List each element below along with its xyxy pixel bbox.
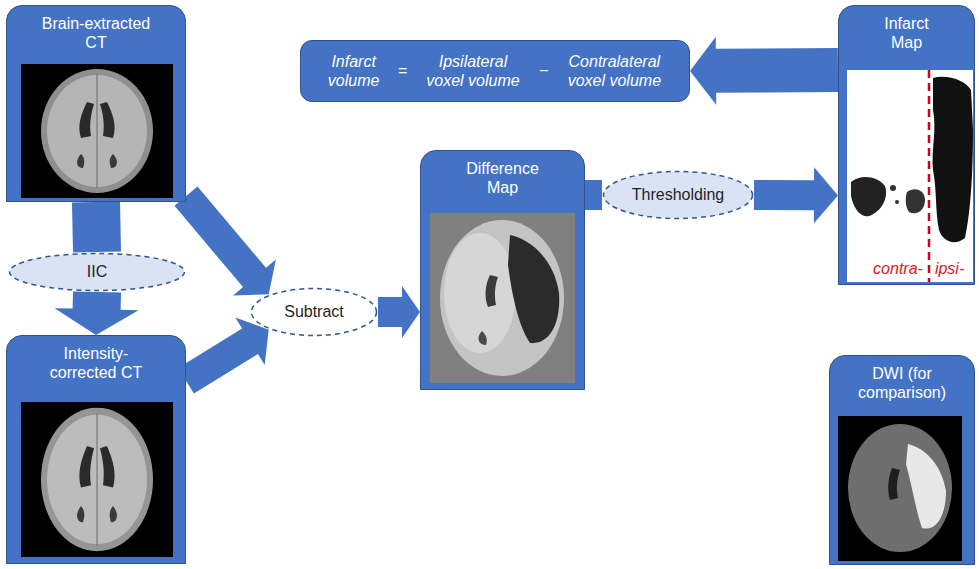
ventricle [110, 154, 117, 168]
image-ground [430, 213, 575, 383]
box-title: DWI (for comparison) [835, 364, 969, 402]
block-arrow [754, 167, 838, 223]
brain-tissue [848, 424, 952, 552]
image-ground [847, 70, 973, 282]
bright-lesion [906, 444, 946, 529]
ellipse-label-holder: Thresholding [602, 170, 754, 220]
ventricle [79, 446, 94, 488]
block-arrow [178, 317, 269, 393]
ventricle [888, 468, 900, 500]
box-title: Brain-extracted CT [36, 14, 156, 52]
ventricle [110, 506, 117, 522]
dwi-image [838, 416, 962, 561]
dashed-ellipse [10, 254, 185, 291]
block-arrow [175, 186, 276, 295]
ventricle [77, 506, 84, 522]
formula-box: Infarct volume = Ipsilateral voxel volume−… [300, 40, 690, 102]
ellipse-label-holder: Subtract [250, 287, 378, 337]
comparison-box: DWI (for comparison) [829, 355, 975, 565]
infarct-voxels [851, 177, 886, 216]
ct-scan-image [21, 402, 173, 557]
ventricle [479, 331, 487, 345]
formula-term: Ipsilateral voxel volume [421, 52, 525, 90]
operation-ellipse: Thresholding [602, 170, 754, 220]
operation-label: IIC [87, 262, 107, 281]
image-ground [21, 64, 173, 198]
infarct-voxels [890, 185, 896, 191]
brain-tissue [440, 220, 564, 376]
formula-term: − [539, 61, 548, 80]
ventricle [77, 154, 84, 168]
image-ground [21, 402, 173, 557]
formula-term: Infarct volume [324, 52, 384, 90]
brain-tissue [47, 75, 147, 187]
box-title: Infarct Map [877, 14, 937, 52]
difference-map-image [430, 213, 575, 383]
infarct-voxels [933, 77, 973, 242]
ventricle [100, 446, 115, 488]
infarct-region [508, 235, 559, 343]
brain-outline [41, 69, 153, 193]
block-arrow [585, 180, 602, 210]
formula-term: = [398, 61, 407, 80]
box-title: Intensity-corrected CT [36, 344, 156, 382]
ventricle [486, 275, 498, 307]
image-ground [838, 416, 962, 561]
formula-term: Contralateral voxel volume [562, 52, 666, 90]
process-box: Difference Map [420, 150, 585, 390]
infarct-voxels [906, 189, 925, 213]
block-arrow [378, 286, 420, 338]
ct-scan-image [21, 64, 173, 198]
operation-label: Subtract [284, 302, 344, 321]
output-box: Infarct Map contra-ipsi- [838, 5, 975, 285]
operation-ellipse: IIC [8, 252, 186, 292]
infarct-map-image [847, 70, 973, 282]
side-label: contra- [839, 259, 923, 278]
ventricle [100, 102, 115, 138]
process-box: Intensity-corrected CT [6, 335, 186, 564]
midline [97, 414, 98, 546]
ventricle [79, 102, 94, 138]
dashed-ellipse [252, 289, 377, 336]
operation-ellipse: Subtract [250, 287, 378, 337]
block-arrow [55, 291, 139, 335]
operation-label: Thresholding [632, 185, 725, 204]
brain-outline [41, 408, 153, 551]
dashed-ellipse [604, 172, 753, 219]
side-label: ipsi- [935, 259, 964, 278]
midline-divider [928, 70, 931, 282]
side-labels: contra-ipsi- [839, 259, 974, 278]
infarct-voxels [895, 200, 899, 204]
ellipse-label-holder: IIC [8, 252, 186, 292]
block-arrow [72, 202, 121, 253]
input-box: Brain-extracted CT [6, 5, 186, 202]
box-title: Difference Map [458, 159, 548, 197]
block-arrow [690, 37, 838, 105]
midline [97, 74, 98, 188]
brain-tissue [444, 233, 516, 353]
